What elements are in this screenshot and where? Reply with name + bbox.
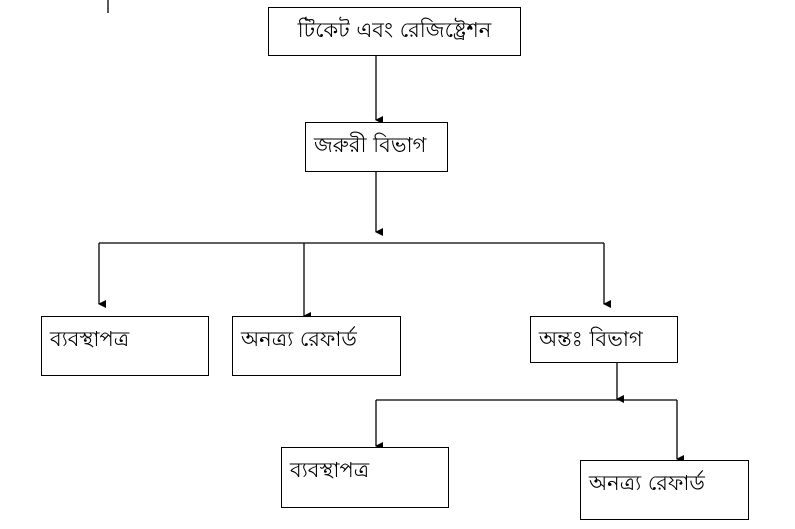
node-label: অন্তঃ বিভাগ	[539, 327, 643, 351]
node-label: ব্যবস্থাপত্র	[290, 458, 370, 482]
node-label: টিকেট এবং রেজিষ্ট্রেশন	[297, 18, 492, 42]
node-prescription-2: ব্যবস্থাপত্র	[281, 447, 449, 508]
node-prescription-1: ব্যবস্থাপত্র	[41, 316, 209, 376]
node-referred-2: অনত্র্য রেফার্ড	[580, 460, 749, 520]
node-label: অনত্র্য রেফার্ড	[589, 471, 705, 495]
node-referred-1: অনত্র্য রেফার্ড	[232, 316, 401, 376]
node-ticket-registration: টিকেট এবং রেজিষ্ট্রেশন	[268, 7, 521, 56]
node-indoor: অন্তঃ বিভাগ	[530, 316, 678, 363]
node-label: ব্যবস্থাপত্র	[50, 327, 130, 351]
node-emergency: জরুরী বিভাগ	[305, 122, 448, 172]
node-label: জরুরী বিভাগ	[314, 133, 427, 157]
node-label: অনত্র্য রেফার্ড	[241, 327, 357, 351]
